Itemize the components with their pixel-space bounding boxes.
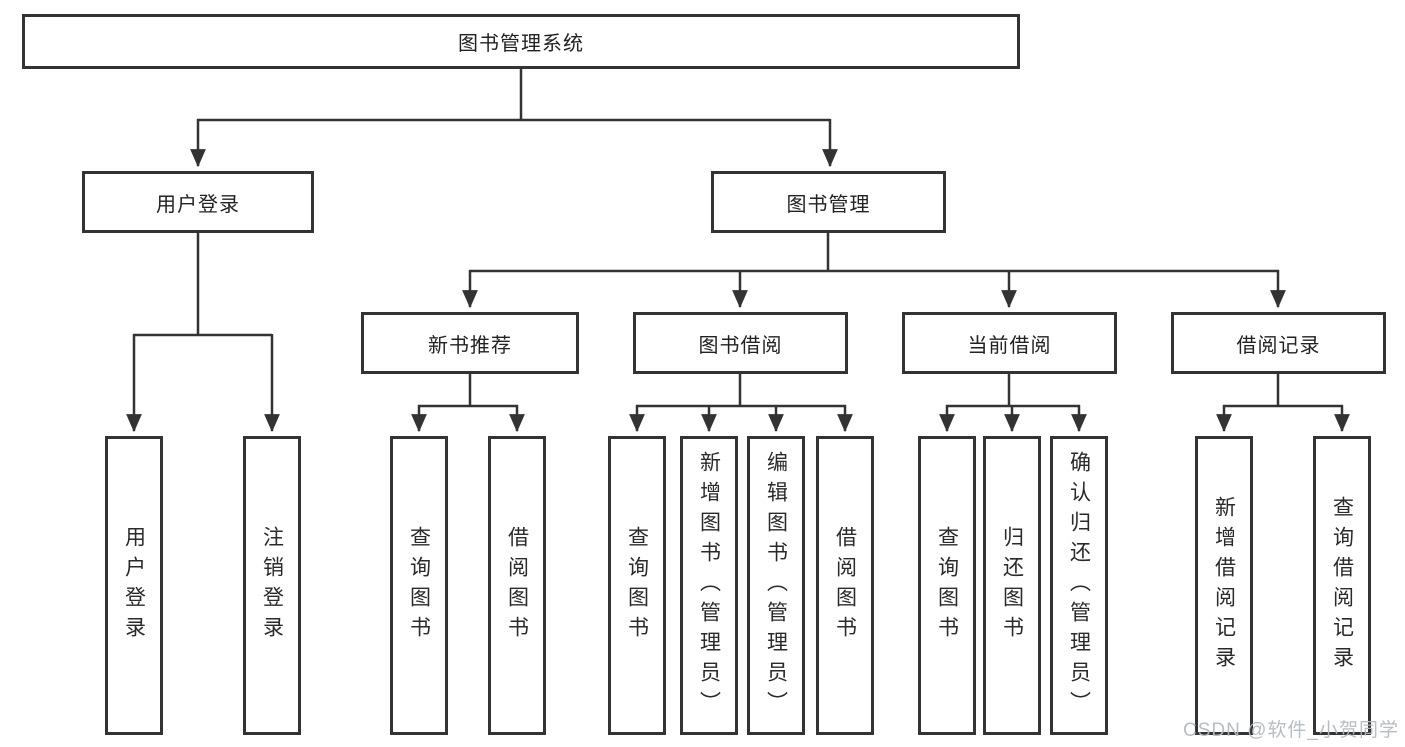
leaf-return-books: 归还图书 [983, 436, 1041, 735]
leaf-confirm-return-admin: 确认归还（管理员） [1050, 436, 1108, 735]
leaf-edit-books-admin: 编辑图书（管理员） [747, 436, 805, 735]
leaf-add-borrow-record: 新增借阅记录 [1195, 436, 1253, 735]
leaf-query-borrow-record: 查询借阅记录 [1313, 436, 1371, 735]
node-book-management: 图书管理 [711, 171, 946, 233]
node-borrowing-records: 借阅记录 [1171, 312, 1386, 374]
node-user-login: 用户登录 [82, 171, 314, 233]
leaf-query-books-borrowing: 查询图书 [608, 436, 666, 735]
node-library-management-system: 图书管理系统 [22, 14, 1020, 69]
leaf-borrow-books-recommend: 借阅图书 [488, 436, 546, 735]
leaf-add-books-admin: 新增图书（管理员） [680, 436, 738, 735]
leaf-borrow-books: 借阅图书 [816, 436, 874, 735]
node-book-borrowing: 图书借阅 [633, 312, 848, 374]
leaf-user-login: 用户登录 [105, 436, 163, 735]
leaf-logout: 注销登录 [243, 436, 301, 735]
node-new-book-recommendation: 新书推荐 [361, 312, 579, 374]
leaf-query-books-current: 查询图书 [918, 436, 976, 735]
leaf-query-books-recommend: 查询图书 [390, 436, 448, 735]
node-current-borrowing: 当前借阅 [902, 312, 1117, 374]
